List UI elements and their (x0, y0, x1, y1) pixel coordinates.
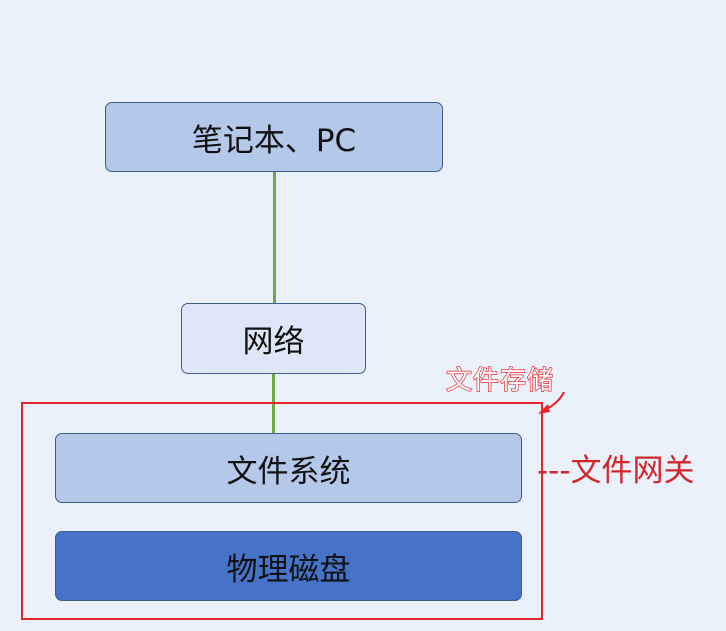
file-gateway-label: ---文件网关 (537, 453, 695, 489)
node-network: 网络 (181, 303, 366, 374)
node-physical-disk: 物理磁盘 (55, 531, 522, 601)
node-file-system: 文件系统 (55, 433, 522, 503)
node-file-system-label: 文件系统 (226, 453, 351, 490)
connector-network-filesystem (272, 374, 275, 438)
node-laptop-pc: 笔记本、PC (105, 102, 443, 172)
node-physical-disk-label: 物理磁盘 (226, 551, 351, 588)
connector-laptop-network (273, 172, 276, 303)
node-network-label: 网络 (242, 324, 305, 360)
file-storage-label: 文件存储 (445, 365, 555, 396)
node-laptop-pc-label: 笔记本、PC (191, 122, 357, 159)
annotation-arrow-icon (538, 391, 565, 414)
